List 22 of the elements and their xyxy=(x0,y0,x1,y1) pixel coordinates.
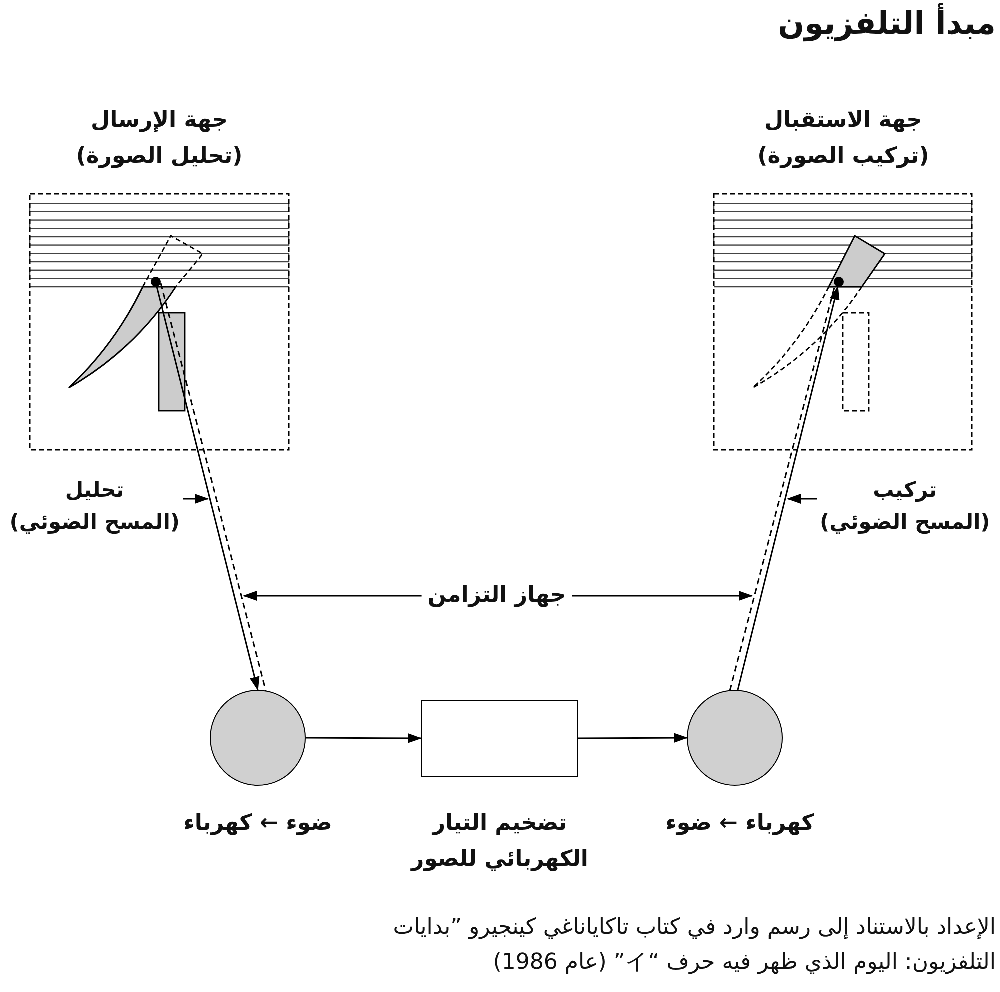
leader-arrow xyxy=(787,494,817,504)
panel-subheading: (تركيب الصورة) xyxy=(758,143,930,171)
panel-heading: جهة الاستقبال xyxy=(764,107,923,135)
arrow xyxy=(578,733,688,744)
leader-arrow xyxy=(183,494,209,504)
node-caption: ضوء ← كهرباء xyxy=(184,810,332,838)
diagram-title: مبدأ التلفزيون xyxy=(778,4,996,44)
process-box xyxy=(421,700,578,777)
panel-subheading: (تحليل الصورة) xyxy=(76,143,243,171)
arrow xyxy=(243,591,422,601)
arrow xyxy=(306,733,422,744)
source-caption: الإعداد بالاستناد إلى رسم وارد في كتاب تاكاياناغي كينجيرو ”بدايات التلفزيون: اليوم الذي ظهر فيه حرف “イ” (عام 1986) xyxy=(392,914,996,977)
scan-dot xyxy=(151,277,161,287)
arrow xyxy=(572,591,753,601)
scan-label: تحليل xyxy=(65,477,124,504)
node-caption: تضخيم التيار الكهربائي للصور xyxy=(410,810,590,874)
node-caption: كهرباء ← ضوء xyxy=(666,810,814,838)
scan-sublabel: (المسح الضوئي) xyxy=(10,509,180,536)
scan-label: تركيب xyxy=(873,477,938,504)
panel-heading: جهة الإرسال xyxy=(91,107,228,135)
scan-sublabel: (المسح الضوئي) xyxy=(820,509,990,536)
sync-label: جهاز التزامن xyxy=(428,582,566,610)
